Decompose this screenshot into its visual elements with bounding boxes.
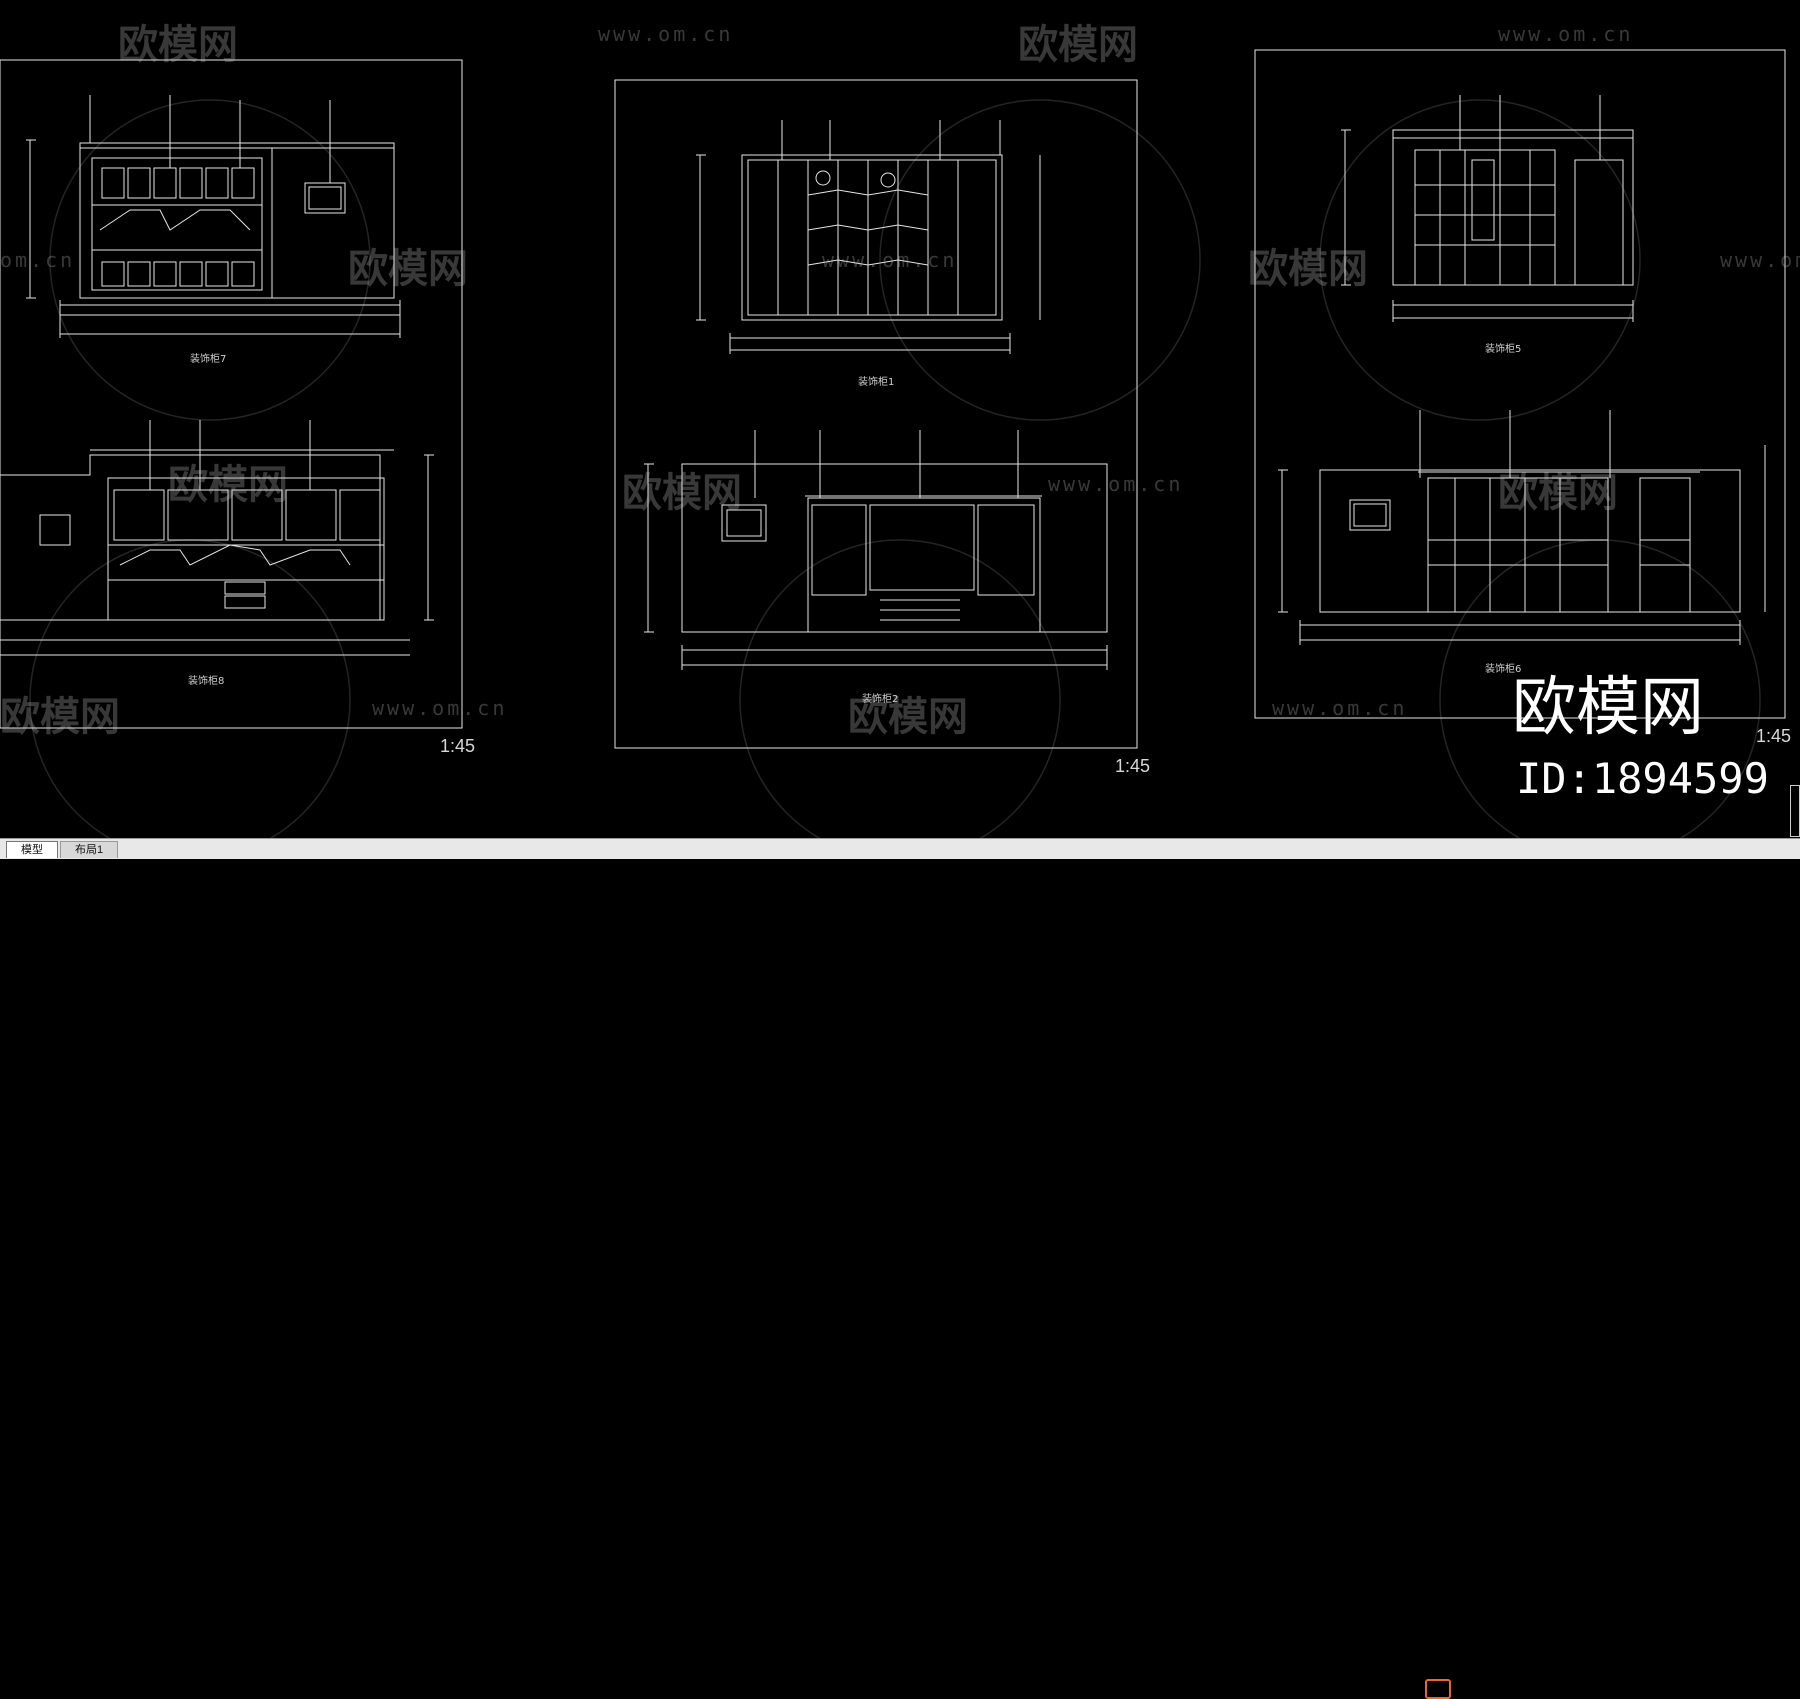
elevation-caption: 装饰柜5 [1485,344,1522,355]
watermark-url: www.om.cn [1498,22,1634,46]
sheet-frame-left [0,59,463,729]
brand-id: ID:1894599 [1516,754,1769,803]
watermark-url: www.om.cn [822,248,958,272]
drawing-canvas[interactable]: 欧模网 www.om.cn 欧模网 www.om.cn om.cn 欧模网 ww… [0,0,1800,838]
scale-label: 1:45 [1756,726,1792,746]
watermark-logo: 欧模网 [1018,22,1138,68]
layout-tab-bar: 模型 布局1 [0,838,1800,1699]
scale-label: 1:45 [440,736,476,756]
elevation-right-bottom [1278,410,1766,645]
elevation-caption: 装饰柜6 [1485,664,1522,675]
watermark-url: www.om.cn [1720,248,1800,272]
watermark-circles [29,99,1761,838]
watermark-logo: 欧模网 [848,694,968,740]
elevation-left-top [26,95,401,338]
elevation-center-top [696,120,1041,354]
elevation-caption: 装饰柜1 [858,377,895,388]
watermark-logo: 欧模网 [348,246,468,292]
horizontal-scroll-thumb[interactable] [1425,1679,1451,1699]
scale-label: 1:45 [1115,756,1151,776]
elevation-caption: 装饰柜2 [862,694,899,705]
elevation-caption: 装饰柜7 [190,354,227,365]
watermark-logo: 欧模网 [118,22,238,68]
elevation-center-bottom [644,430,1108,670]
vertical-scrollbar[interactable] [1790,785,1800,837]
sheet-frame-center [614,79,1138,749]
watermark-logo: 欧模网 [1248,246,1368,292]
watermark-url: www.om.cn [598,22,734,46]
watermark-logo: 欧模网 [168,462,288,508]
elevation-caption: 装饰柜8 [188,676,225,687]
elevation-left-bottom [0,420,434,656]
watermark-url: www.om.cn [372,696,508,720]
sheet-frame-right [1254,49,1786,719]
tab-model[interactable]: 模型 [6,841,58,858]
watermark-url: www.om.cn [1048,472,1184,496]
watermark-logo: 欧模网 [1498,470,1618,516]
watermark-url: om.cn [0,248,76,272]
tab-layout1[interactable]: 布局1 [60,841,119,858]
watermark-logo: 欧模网 [0,694,120,740]
brand-logo-text: 欧模网 [1512,671,1704,745]
watermark-url: www.om.cn [1272,696,1408,720]
elevation-right-top [1341,95,1634,322]
cad-drawing [0,49,1786,838]
watermark-logo: 欧模网 [622,470,742,516]
